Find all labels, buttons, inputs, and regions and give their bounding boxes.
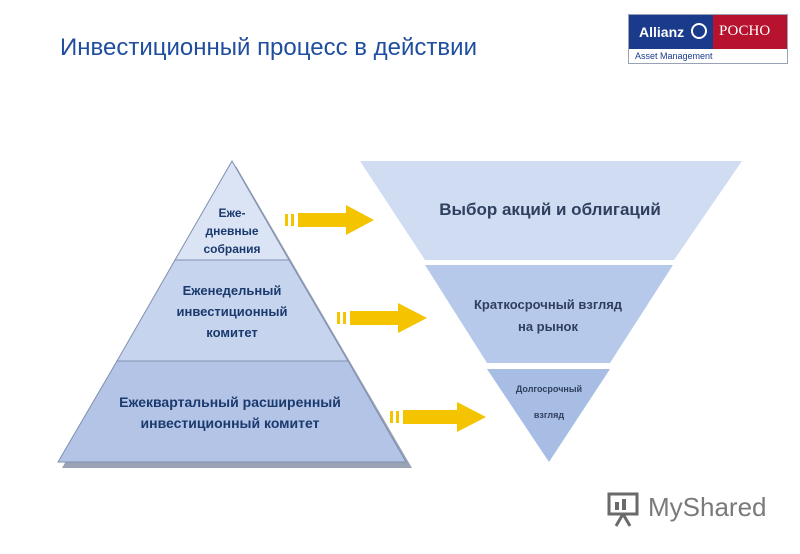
funnel-label-long-term: Долгосрочный взгляд xyxy=(490,376,608,428)
watermark: MyShared xyxy=(606,488,776,532)
funnel-tier-selection xyxy=(360,161,742,260)
funnel-label-selection: Выбор акций и облигаций xyxy=(400,198,700,222)
funnel-short-line-1: Краткосрочный взгляд xyxy=(473,297,623,312)
pyramid-label-weekly: Еженедельный инвестиционный комитет xyxy=(142,280,322,343)
funnel-label-short-term: Краткосрочный взгляд на рынок xyxy=(438,294,658,338)
pyramid-tier-quarterly xyxy=(57,360,407,463)
pyramid-quarterly-line-2: инвестиционный комитет xyxy=(140,415,320,431)
pyramid-weekly-line-2: инвестиционный xyxy=(176,304,288,319)
arrow-1 xyxy=(285,205,374,235)
pyramid-daily-line-1: Еже- xyxy=(218,206,246,220)
funnel-short-line-2: на рынок xyxy=(517,319,579,334)
pyramid-quarterly-line-1: Ежеквартальный расширенный xyxy=(119,394,341,410)
allianz-eagle-icon xyxy=(691,23,707,39)
logo-right-panel xyxy=(713,15,787,49)
arrow-3 xyxy=(390,402,486,432)
pyramid-label-daily: Еже- дневные собрания xyxy=(190,204,274,258)
logo-subtitle: Asset Management xyxy=(635,51,713,61)
funnel-selection-line-1: Выбор акций и облигаций xyxy=(439,200,661,219)
funnel-long-line-1: Долгосрочный xyxy=(515,384,583,394)
pyramid-daily-line-2: дневные xyxy=(205,224,259,238)
pyramid-weekly-line-1: Еженедельный xyxy=(182,283,282,298)
page-title: Инвестиционный процесс в действии xyxy=(60,34,477,61)
watermark-text: MyShared xyxy=(648,492,767,522)
funnel-long-line-2: взгляд xyxy=(533,410,565,420)
presentation-board-icon xyxy=(607,492,639,527)
arrow-2 xyxy=(337,303,427,333)
funnel-tier-short-term xyxy=(425,265,673,363)
pyramid-weekly-line-3: комитет xyxy=(206,325,258,340)
company-logo: Allianz РОСНО Asset Management xyxy=(628,14,788,64)
pyramid-label-quarterly: Ежеквартальный расширенный инвестиционны… xyxy=(80,392,380,434)
pyramid-daily-line-3: собрания xyxy=(203,242,261,256)
logo-brand: Allianz xyxy=(639,24,685,40)
logo-partner: РОСНО xyxy=(719,23,771,39)
funnel-tier-long-term xyxy=(487,369,610,462)
